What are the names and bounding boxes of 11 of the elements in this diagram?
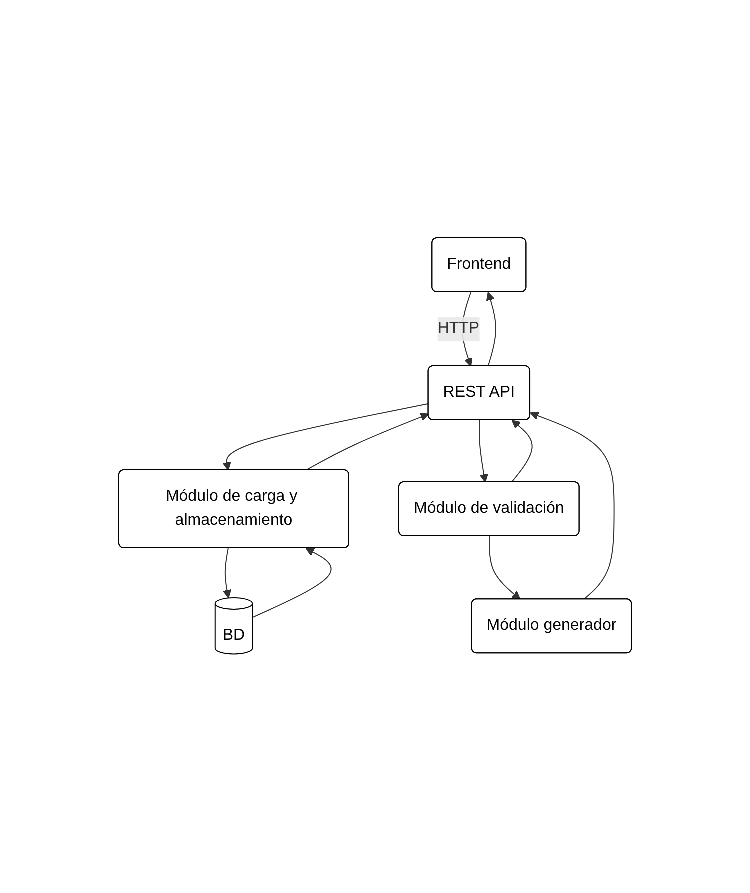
- arrow: [511, 420, 532, 484]
- arrow: [478, 420, 488, 484]
- edge-label: HTTP: [437, 320, 480, 338]
- arrow: [530, 412, 614, 600]
- arrow: [486, 292, 496, 368]
- arrow: [222, 548, 232, 600]
- arrow: [305, 413, 429, 472]
- arrow: [252, 548, 332, 619]
- arrow: [222, 404, 429, 472]
- node-text: Módulo de carga y almacenamiento: [166, 488, 298, 530]
- arrow: [488, 536, 520, 600]
